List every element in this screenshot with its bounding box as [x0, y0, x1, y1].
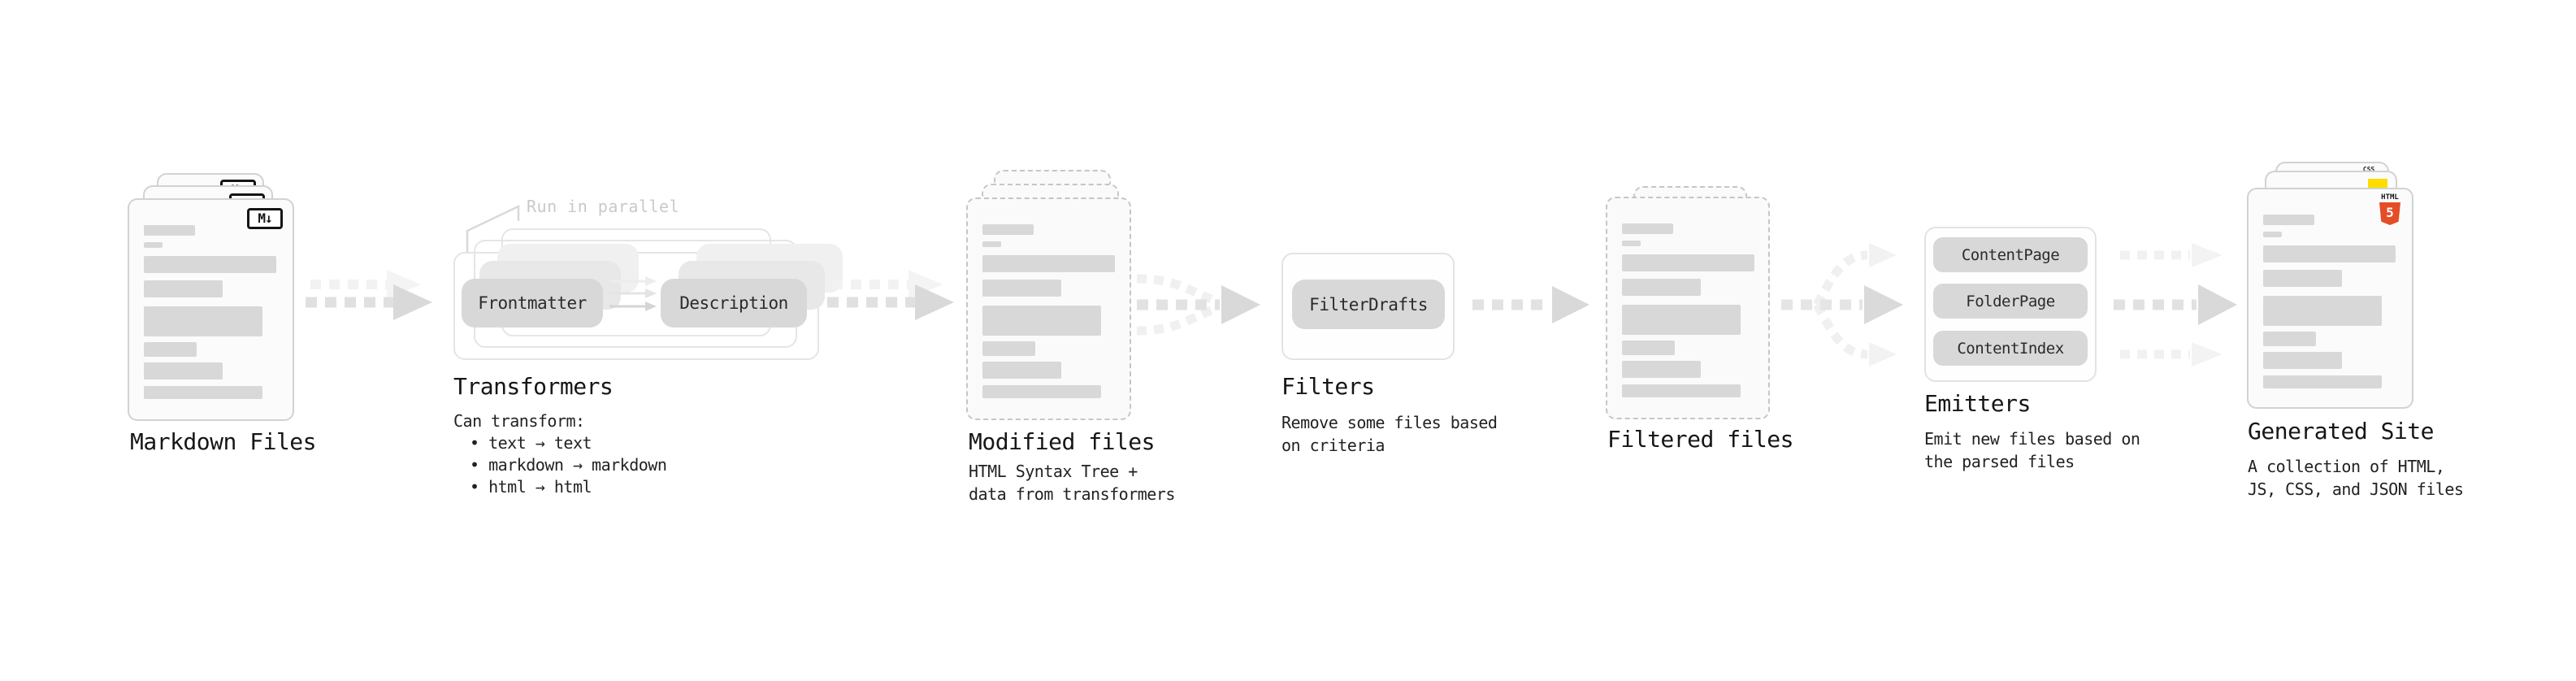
flow-arrow-diverge-icon — [1781, 243, 1903, 367]
content-bar — [144, 256, 276, 273]
transformer-frontmatter-node: Frontmatter — [462, 279, 603, 327]
stage-markdown-files: M↓ M↓ M↓ — [128, 172, 339, 424]
content-bar — [144, 342, 197, 357]
content-bar — [982, 280, 1061, 297]
stage-label-modified-files: Modified files — [969, 428, 1156, 455]
emitter-folderpage-node: FolderPage — [1933, 284, 2088, 319]
note-leader-line — [466, 205, 520, 252]
transformers-description: Can transform: text → text markdown → ma… — [453, 410, 667, 498]
desc-line: HTML Syntax Tree + — [969, 462, 1138, 481]
content-bar — [144, 225, 195, 236]
content-bar — [1622, 305, 1741, 335]
file-card: HTML 5 — [2247, 188, 2413, 409]
js-icon — [2368, 179, 2387, 189]
content-bar — [1622, 384, 1741, 397]
html5-icon: HTML 5 — [2376, 194, 2404, 225]
desc-line: Emit new files based on — [1924, 429, 2140, 449]
content-bar — [982, 241, 1001, 247]
emitters-description: Emit new files based on the parsed files — [1924, 427, 2140, 473]
stage-label-markdown-files: Markdown Files — [130, 428, 317, 455]
content-bar — [1622, 279, 1701, 296]
desc-line: on criteria — [1281, 436, 1385, 455]
content-bar — [982, 306, 1101, 336]
content-bar — [2263, 352, 2342, 369]
desc-line: JS, CSS, and JSON files — [2248, 479, 2464, 499]
content-bar — [144, 306, 262, 336]
emitter-contentindex-node: ContentIndex — [1933, 331, 2088, 366]
content-bar — [144, 362, 223, 380]
content-bar — [982, 224, 1034, 235]
flow-arrow-right-icon — [306, 270, 432, 320]
markdown-icon: M↓ — [247, 208, 283, 229]
stage-label-filters: Filters — [1281, 373, 1375, 400]
content-bar — [2263, 332, 2316, 346]
stage-modified-files — [966, 170, 1169, 422]
content-bar — [1622, 254, 1754, 271]
content-bar — [2263, 245, 2396, 262]
desc-bullet: markdown → markdown — [453, 454, 667, 476]
desc-line: data from transformers — [969, 484, 1175, 504]
desc-line: Remove some files based — [1281, 413, 1498, 432]
content-bar — [2263, 215, 2314, 225]
filters-description: Remove some files based on criteria — [1281, 411, 1498, 457]
desc-line: A collection of HTML, — [2248, 457, 2445, 476]
desc-bullet: html → html — [453, 476, 666, 498]
modified-description: HTML Syntax Tree + data from transformer… — [969, 460, 1175, 505]
content-bar — [144, 242, 163, 248]
stage-filtered-files — [1606, 185, 1809, 429]
transformer-description-node: Description — [661, 279, 807, 327]
content-bar — [1622, 361, 1701, 378]
content-bar — [1622, 223, 1673, 234]
stage-generated-site: CSS HTML 5 — [2247, 162, 2450, 414]
content-bar — [144, 386, 262, 399]
stage-label-filtered-files: Filtered files — [1607, 426, 1794, 453]
filter-filterdrafts-node: FilterDrafts — [1292, 280, 1445, 329]
emitter-contentpage-node: ContentPage — [1933, 237, 2088, 272]
flow-arrow-right-icon — [827, 270, 954, 320]
parallel-arrows-icon — [609, 276, 657, 311]
content-bar — [982, 362, 1061, 379]
desc-line: the parsed files — [1924, 452, 2075, 471]
desc-bullet: text → text — [453, 432, 666, 454]
stage-label-transformers: Transformers — [453, 373, 614, 400]
content-bar — [982, 341, 1035, 356]
content-bar — [2263, 232, 2282, 237]
stage-label-generated-site: Generated Site — [2248, 418, 2435, 445]
flow-arrow-right-icon — [1472, 286, 1589, 323]
content-bar — [1622, 241, 1641, 246]
content-bar — [2263, 375, 2382, 388]
content-bar — [2263, 270, 2342, 287]
content-bar — [2263, 296, 2382, 326]
flow-arrow-converge-icon — [1136, 274, 1260, 336]
site-description: A collection of HTML, JS, CSS, and JSON … — [2248, 455, 2464, 501]
content-bar — [1622, 340, 1675, 355]
content-bar — [982, 255, 1115, 272]
content-bar — [144, 280, 223, 297]
run-in-parallel-note: Run in parallel — [527, 197, 680, 216]
content-bar — [982, 385, 1101, 398]
file-card-dashed — [1606, 197, 1770, 419]
flow-arrow-triple-icon — [2114, 243, 2237, 367]
file-card-dashed — [966, 197, 1131, 420]
file-card: M↓ — [128, 198, 294, 421]
stage-label-emitters: Emitters — [1924, 390, 2031, 417]
desc-title: Can transform: — [453, 411, 585, 431]
